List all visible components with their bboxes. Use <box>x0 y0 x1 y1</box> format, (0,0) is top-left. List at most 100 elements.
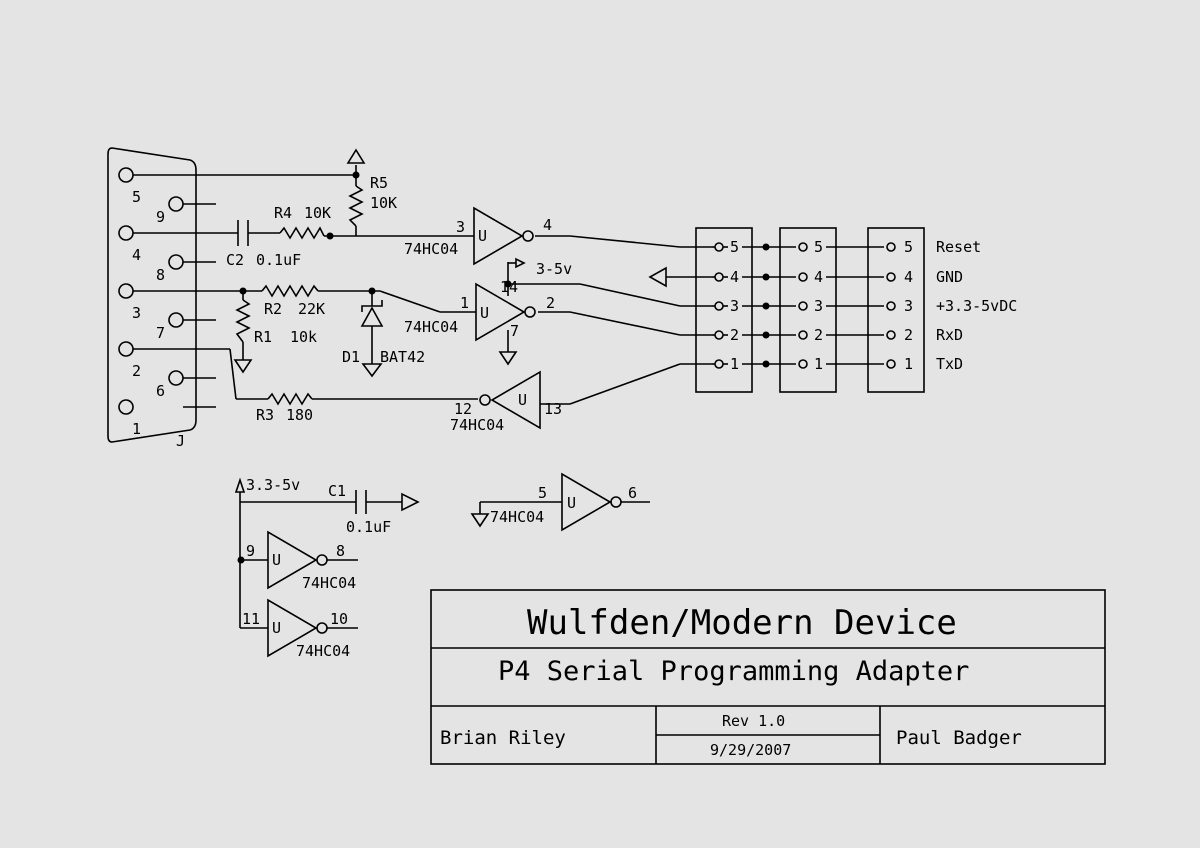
diode-d1: D1 BAT42 <box>342 300 425 378</box>
gate-unit-label: U <box>518 391 527 409</box>
header-pin-label: 5 <box>730 238 739 256</box>
gate-pin-label: 12 <box>454 400 472 418</box>
header-pin-label: 2 <box>904 326 913 344</box>
title-block: Wulfden/Modern Device P4 Serial Programm… <box>430 589 1106 765</box>
header-pin-pad <box>798 330 808 340</box>
r4-ref: R4 <box>274 204 292 222</box>
date: 9/29/2007 <box>710 741 791 759</box>
header-signal-label: TxD <box>936 355 963 373</box>
r2-value: 22K <box>298 300 325 318</box>
r3-ref: R3 <box>256 406 274 424</box>
resistor-r3: R3 180 <box>256 392 313 424</box>
header-pin-pad <box>714 359 724 369</box>
author-right: Paul Badger <box>896 727 1022 749</box>
header-pin-label: 2 <box>730 326 739 344</box>
db9-pin-label: 8 <box>156 266 165 284</box>
resistor-r4: R4 10K <box>274 204 331 240</box>
header-pin-pad <box>886 330 896 340</box>
header-signal-label: GND <box>936 268 963 286</box>
junction-dots <box>237 171 770 564</box>
gate-pin-label: 3 <box>456 218 465 236</box>
gate-part-label: 74HC04 <box>404 318 458 336</box>
gate-pin-label: 10 <box>330 610 348 628</box>
inverter-gate-g2: U 1 2 14 7 74HC04 3-5v <box>404 257 572 366</box>
c1-value: 0.1uF <box>346 518 391 536</box>
gate-pin-label: 8 <box>336 542 345 560</box>
header-pin-label: 1 <box>730 355 739 373</box>
r5-ref: R5 <box>370 174 388 192</box>
header-pin-label: 5 <box>904 238 913 256</box>
c1-ref: C1 <box>328 482 346 500</box>
r4-value: 10K <box>304 204 331 222</box>
header-pin-label: 3 <box>814 297 823 315</box>
wires <box>133 165 712 405</box>
header-pin-pad <box>714 272 724 282</box>
db9-pin-label: 7 <box>156 324 165 342</box>
header-pin-label: 3 <box>730 297 739 315</box>
header-pin-label: 1 <box>814 355 823 373</box>
gate-pin-label: 14 <box>500 278 518 296</box>
gate-part-label: 74HC04 <box>302 574 356 592</box>
header-pin-label: 5 <box>814 238 823 256</box>
db9-connector: 5 9 4 8 3 7 2 6 1 J <box>107 147 216 450</box>
gate-part-label: 74HC04 <box>490 508 544 526</box>
header-signal-label: RxD <box>936 326 963 344</box>
gate-pin-label: 2 <box>546 294 555 312</box>
d1-ref: D1 <box>342 348 360 366</box>
r5-value: 10K <box>370 194 397 212</box>
gate-pin-label: 4 <box>543 216 552 234</box>
gate-part-label: 74HC04 <box>296 642 350 660</box>
supply-label: 3.3-5v <box>246 476 300 494</box>
header-pin-pad <box>798 272 808 282</box>
header-signal-label: +3.3-5vDC <box>936 297 1017 315</box>
gate-unit-label: U <box>567 494 576 512</box>
db9-pin-label: 1 <box>132 420 141 438</box>
db9-pin-label: 4 <box>132 246 141 264</box>
c2-ref: C2 <box>226 251 244 269</box>
header-pin-label: 2 <box>814 326 823 344</box>
header-pin-label: 4 <box>904 268 913 286</box>
db9-pin-label: 6 <box>156 382 165 400</box>
db9-pin-label: 9 <box>156 208 165 226</box>
db9-ref-label: J <box>176 432 185 450</box>
r1-value: 10k <box>290 328 317 346</box>
header-pin-pad <box>886 272 896 282</box>
capacitor-c2: C2 0.1uF <box>226 220 301 269</box>
header-pin-pad <box>798 359 808 369</box>
header-pin-label: 1 <box>904 355 913 373</box>
gate-pin-label: 1 <box>460 294 469 312</box>
drawing-title: P4 Serial Programming Adapter <box>498 656 969 687</box>
gate-part-label: 74HC04 <box>450 416 504 434</box>
supply-label: 3-5v <box>536 260 572 278</box>
header-pin-pad <box>798 242 808 252</box>
gate-pin-label: 5 <box>538 484 547 502</box>
header-j4 <box>867 227 925 393</box>
gate-pin-label: 6 <box>628 484 637 502</box>
resistor-r1: R1 10k <box>233 299 317 374</box>
header-pin-pad <box>714 330 724 340</box>
header-pin-pad <box>714 301 724 311</box>
header-pin-label: 4 <box>814 268 823 286</box>
header-j2 <box>695 227 753 393</box>
r3-value: 180 <box>286 406 313 424</box>
gate-pin-label: 13 <box>544 400 562 418</box>
gate-unit-label: U <box>272 619 281 637</box>
header-pin-pad <box>886 242 896 252</box>
header-pin-pad <box>886 359 896 369</box>
resistor-r2: R2 22K <box>261 284 325 318</box>
db9-pin-label: 2 <box>132 362 141 380</box>
header-pin-pad <box>886 301 896 311</box>
db9-pin-label: 5 <box>132 188 141 206</box>
d1-value: BAT42 <box>380 348 425 366</box>
gate-pin-label: 11 <box>242 610 260 628</box>
lower-circuit: 3.3-5v C1 0.1uF U 9 8 74HC04 U 11 10 74H… <box>234 472 650 660</box>
resistor-r5: R5 10K <box>346 148 397 227</box>
ground-symbol-header <box>648 266 667 288</box>
header-pin-label: 4 <box>730 268 739 286</box>
gate-unit-label: U <box>480 304 489 322</box>
gate-unit-label: U <box>272 551 281 569</box>
gate-pin-label: 9 <box>246 542 255 560</box>
company-name: Wulfden/Modern Device <box>527 603 957 643</box>
header-j3 <box>779 227 837 393</box>
